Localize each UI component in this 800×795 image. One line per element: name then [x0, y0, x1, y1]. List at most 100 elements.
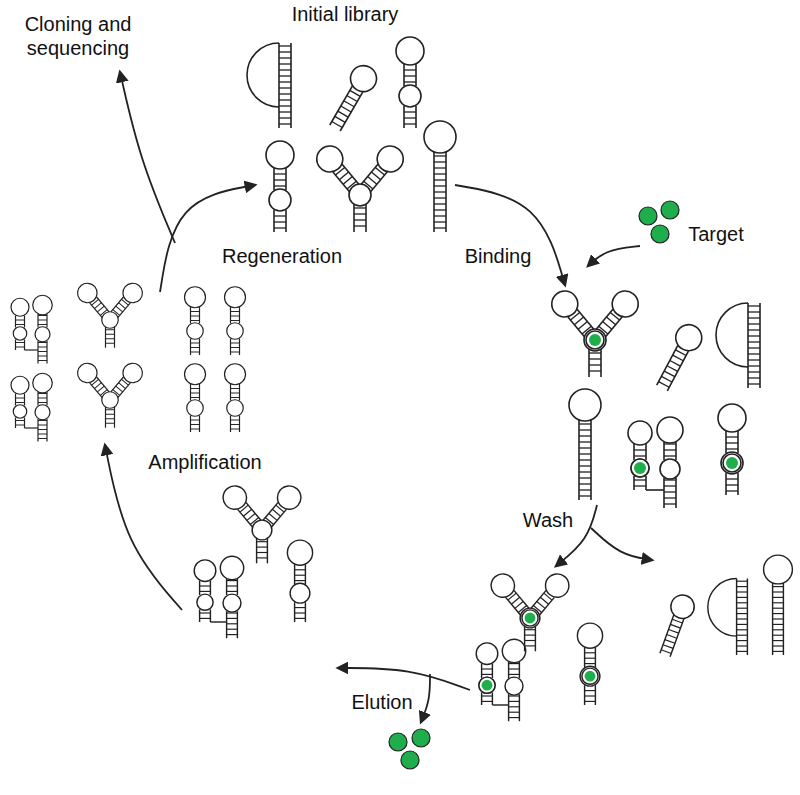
strand [15, 394, 16, 406]
strand [271, 509, 286, 527]
base-pair [38, 434, 47, 435]
base-pair [191, 420, 200, 421]
loop [631, 459, 649, 477]
strand [37, 392, 38, 406]
aptamer [708, 579, 748, 656]
base-pair [634, 449, 646, 450]
strand [415, 106, 417, 128]
aptamer [716, 303, 760, 388]
aptamers [11, 37, 792, 721]
strand [660, 615, 674, 653]
base-pair [231, 424, 240, 425]
base-pair [38, 438, 47, 439]
base-pair [434, 185, 446, 186]
base-pair [525, 629, 536, 630]
base-pair [191, 429, 200, 430]
base-pair [38, 402, 47, 403]
base-pair [227, 629, 238, 630]
aptamer [476, 639, 526, 721]
base-pair [200, 612, 211, 613]
base-pair [585, 663, 596, 664]
base-pair [404, 81, 416, 82]
aptamer [324, 61, 382, 135]
base-pair [664, 503, 676, 504]
loop [273, 481, 306, 514]
base-pair [191, 343, 200, 344]
base-pair [659, 382, 670, 388]
target-molecule [651, 225, 669, 243]
loop [671, 320, 706, 355]
base-pair [773, 640, 784, 641]
strand [239, 416, 240, 433]
base-pair [240, 505, 248, 512]
strand [190, 339, 191, 356]
loop [185, 287, 206, 308]
aptamer [718, 404, 746, 495]
base-pair [231, 420, 240, 421]
target-molecule [412, 729, 430, 747]
base-pair [113, 390, 120, 396]
strand [415, 64, 417, 86]
base-pair [106, 414, 115, 415]
base-pair [579, 495, 591, 496]
base-pair [375, 167, 384, 175]
base-pair [773, 645, 784, 646]
base-pair [274, 221, 286, 222]
target-bound [582, 668, 598, 684]
loop [502, 639, 525, 662]
loop [546, 286, 583, 323]
loop [424, 121, 456, 153]
strand [15, 316, 16, 328]
loop [718, 404, 746, 432]
base-pair [100, 390, 107, 396]
loop [119, 279, 146, 306]
strand [210, 609, 211, 622]
strand [273, 168, 275, 190]
strand [294, 564, 295, 584]
aptamer [74, 279, 147, 347]
strand [492, 704, 508, 705]
base-pair [509, 706, 520, 707]
base-pair [95, 303, 102, 309]
base-pair [16, 324, 25, 325]
base-pair [748, 383, 760, 384]
base-pair [589, 364, 601, 365]
base-pair [726, 436, 738, 437]
loop [721, 452, 743, 474]
base-pair [272, 509, 280, 516]
base-pair [585, 690, 596, 691]
base-pair [269, 513, 277, 520]
base-pair [274, 179, 286, 180]
aptamer [185, 287, 206, 355]
base-pair [748, 347, 760, 348]
base-pair [257, 557, 268, 558]
base-pair [737, 581, 748, 582]
base-pair [227, 634, 238, 635]
base-pair [482, 701, 493, 702]
strand [239, 307, 240, 324]
step-label: Regeneration [220, 244, 344, 268]
base-pair [97, 306, 104, 312]
base-pair [16, 342, 25, 343]
base-pair [748, 365, 760, 366]
loop [657, 417, 683, 443]
base-pair [344, 101, 354, 107]
loop [194, 560, 216, 582]
base-pair [250, 518, 258, 525]
base-pair [726, 442, 738, 443]
base-pair [227, 591, 238, 592]
aptamer [396, 37, 424, 128]
base-pair [231, 429, 240, 430]
base-pair [38, 320, 47, 321]
base-pair [106, 343, 115, 344]
base-pair [748, 311, 760, 312]
base-pair [603, 322, 612, 330]
base-pair [726, 484, 738, 485]
loop [13, 327, 27, 341]
loop [33, 295, 53, 315]
base-pair [279, 111, 291, 112]
aptamer [546, 286, 643, 377]
aptamer [486, 569, 573, 651]
loop [35, 405, 50, 420]
